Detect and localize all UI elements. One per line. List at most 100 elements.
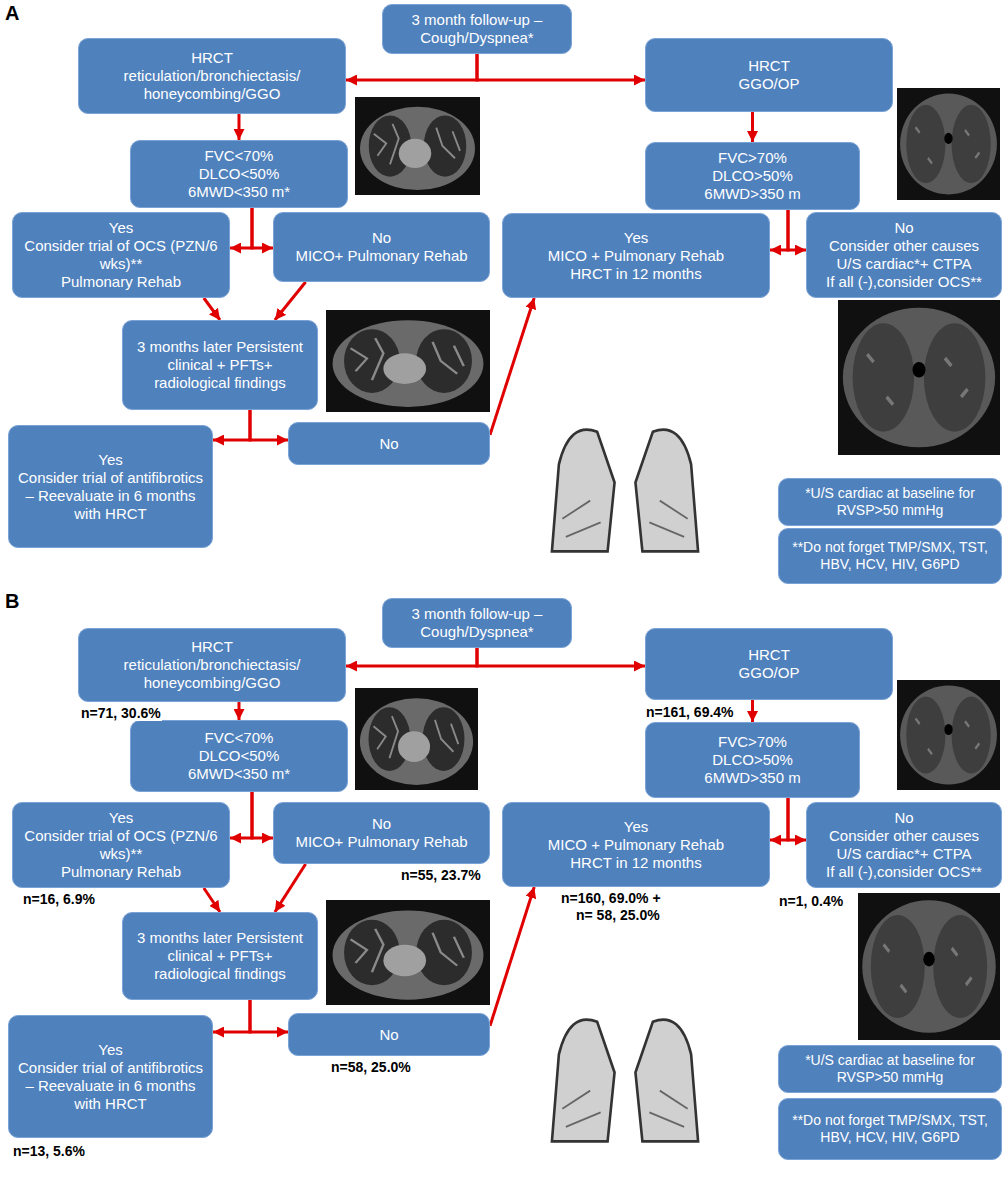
count-label: n=71, 30.6% — [80, 705, 162, 721]
box-text: No — [379, 435, 398, 453]
box-text: **Do not forget TMP/SMX, TST, HBV, HCV, … — [787, 1112, 993, 1146]
box-text: Consider trial of OCS (PZN/6 wks)** — [21, 827, 221, 863]
box-text: *U/S cardiac at baseline for RVSP>50 mmH… — [787, 1052, 993, 1086]
box-text: DLCO<50% — [199, 747, 279, 765]
box-text: HRCT — [191, 49, 233, 67]
ct-image — [538, 1000, 712, 1145]
flow-arrow — [275, 282, 306, 320]
flow-arrow — [490, 887, 534, 1026]
criteria-box: FVC>70%DLCO>50%6MWD>350 m — [645, 142, 860, 210]
box-text: 3 months later Persistent clinical + PFT… — [131, 338, 309, 392]
count-label: n=13, 5.6% — [12, 1143, 86, 1159]
box-text: *U/S cardiac at baseline for RVSP>50 mmH… — [787, 485, 993, 519]
flow-arrow — [751, 112, 754, 142]
flow-arrow — [490, 298, 534, 435]
decision-box: YesConsider trial of antifibrotics – Ree… — [8, 1015, 213, 1138]
flow-arrow — [238, 114, 241, 140]
process-box: 3 months later Persistent clinical + PFT… — [122, 320, 318, 410]
box-text: GGO/OP — [739, 75, 800, 93]
box-text: No — [894, 809, 913, 827]
decision-box: NoMICO+ Pulmonary Rehab — [273, 802, 490, 864]
decision-box: YesConsider trial of OCS (PZN/6 wks)**Pu… — [12, 802, 230, 888]
flow-arrow — [477, 54, 645, 80]
ct-image — [897, 88, 1000, 200]
flow-arrow — [204, 298, 220, 320]
ct-image — [326, 900, 490, 1005]
box-text: Yes — [98, 1041, 122, 1059]
box-text: 6MWD>350 m — [704, 769, 800, 787]
flow-arrow — [213, 410, 250, 440]
decision-box: NoConsider other causesU/S cardiac*+ CTP… — [806, 802, 1002, 888]
decision-box: No — [288, 1013, 490, 1056]
flow-arrow — [346, 54, 477, 80]
ct-image — [326, 310, 490, 412]
ct-image — [355, 688, 478, 790]
box-text: 3 month follow-up – Cough/Dyspnea* — [391, 11, 563, 47]
box-text: reticulation/bronchiectasis/ honeycombin… — [87, 67, 337, 103]
note-box: *U/S cardiac at baseline for RVSP>50 mmH… — [778, 478, 1002, 526]
decision-box: NoMICO+ Pulmonary Rehab — [273, 212, 490, 282]
box-text: Consider other causes — [829, 827, 979, 845]
box-text: 6MWD>350 m — [704, 185, 800, 203]
box-text: HRCT in 12 months — [570, 854, 701, 872]
flow-arrow — [230, 208, 252, 248]
box-text: If all (-),consider OCS** — [826, 863, 982, 881]
box-text: Consider trial of OCS (PZN/6 wks)** — [21, 237, 221, 273]
note-box: *U/S cardiac at baseline for RVSP>50 mmH… — [778, 1045, 1002, 1093]
count-label: n=58, 25.0% — [330, 1059, 412, 1075]
box-text: reticulation/bronchiectasis/ honeycombin… — [87, 656, 337, 692]
box-text: Yes — [624, 818, 648, 836]
box-text: MICO+ Pulmonary Rehab — [295, 247, 467, 265]
box-text: 3 months later Persistent clinical + PFT… — [131, 929, 309, 983]
box-text: U/S cardiac*+ CTPA — [836, 255, 971, 273]
count-label: n=1, 0.4% — [778, 893, 844, 909]
ct-image — [355, 97, 480, 195]
process-box: HRCTreticulation/bronchiectasis/ honeyco… — [78, 628, 346, 702]
box-text: Pulmonary Rehab — [61, 273, 181, 291]
box-text: No — [894, 219, 913, 237]
note-box: **Do not forget TMP/SMX, TST, HBV, HCV, … — [778, 1098, 1002, 1160]
box-text: GGO/OP — [739, 664, 800, 682]
box-text: HRCT — [748, 57, 790, 75]
box-text: Pulmonary Rehab — [61, 863, 181, 881]
flow-arrow — [788, 798, 806, 840]
box-text: 3 month follow-up – Cough/Dyspnea* — [391, 605, 563, 641]
box-text: Yes — [109, 809, 133, 827]
note-box: **Do not forget TMP/SMX, TST, HBV, HCV, … — [778, 528, 1002, 584]
flow-arrow — [250, 410, 288, 440]
panel-letter: A — [4, 2, 20, 25]
process-box: HRCTGGO/OP — [645, 628, 893, 700]
box-text: FVC<70% — [205, 147, 274, 165]
box-text: No — [379, 1026, 398, 1044]
criteria-box: FVC<70%DLCO<50%6MWD<350 m* — [130, 140, 348, 208]
flow-arrow — [346, 648, 477, 666]
flow-arrow — [477, 648, 645, 666]
flow-arrow — [250, 1000, 288, 1032]
process-box: HRCTreticulation/bronchiectasis/ honeyco… — [78, 38, 346, 114]
box-text: No — [372, 229, 391, 247]
box-text: MICO + Pulmonary Rehab — [548, 247, 724, 265]
ct-image — [897, 680, 1000, 790]
box-text: FVC<70% — [205, 729, 274, 747]
box-text: HRCT — [748, 646, 790, 664]
box-text: DLCO>50% — [712, 751, 792, 769]
box-text: MICO + Pulmonary Rehab — [548, 836, 724, 854]
box-text: Yes — [98, 451, 122, 469]
flow-arrow — [213, 1000, 250, 1032]
ct-image — [858, 893, 1000, 1040]
box-text: Consider trial of antifibrotics – Reeval… — [17, 469, 204, 523]
box-text: FVC>70% — [718, 149, 787, 167]
flow-arrow — [275, 864, 306, 912]
count-label: n=161, 69.4% — [645, 704, 735, 720]
box-text: FVC>70% — [718, 733, 787, 751]
process-box: HRCTGGO/OP — [645, 38, 893, 112]
flow-arrow — [751, 700, 754, 722]
decision-box: YesConsider trial of antifibrotics – Ree… — [8, 425, 213, 548]
box-text: 6MWD<350 m* — [188, 183, 290, 201]
ct-image — [538, 410, 712, 555]
decision-box: YesMICO + Pulmonary RehabHRCT in 12 mont… — [502, 213, 770, 298]
box-text: HRCT — [191, 638, 233, 656]
box-text: Consider other causes — [829, 237, 979, 255]
box-text: U/S cardiac*+ CTPA — [836, 845, 971, 863]
